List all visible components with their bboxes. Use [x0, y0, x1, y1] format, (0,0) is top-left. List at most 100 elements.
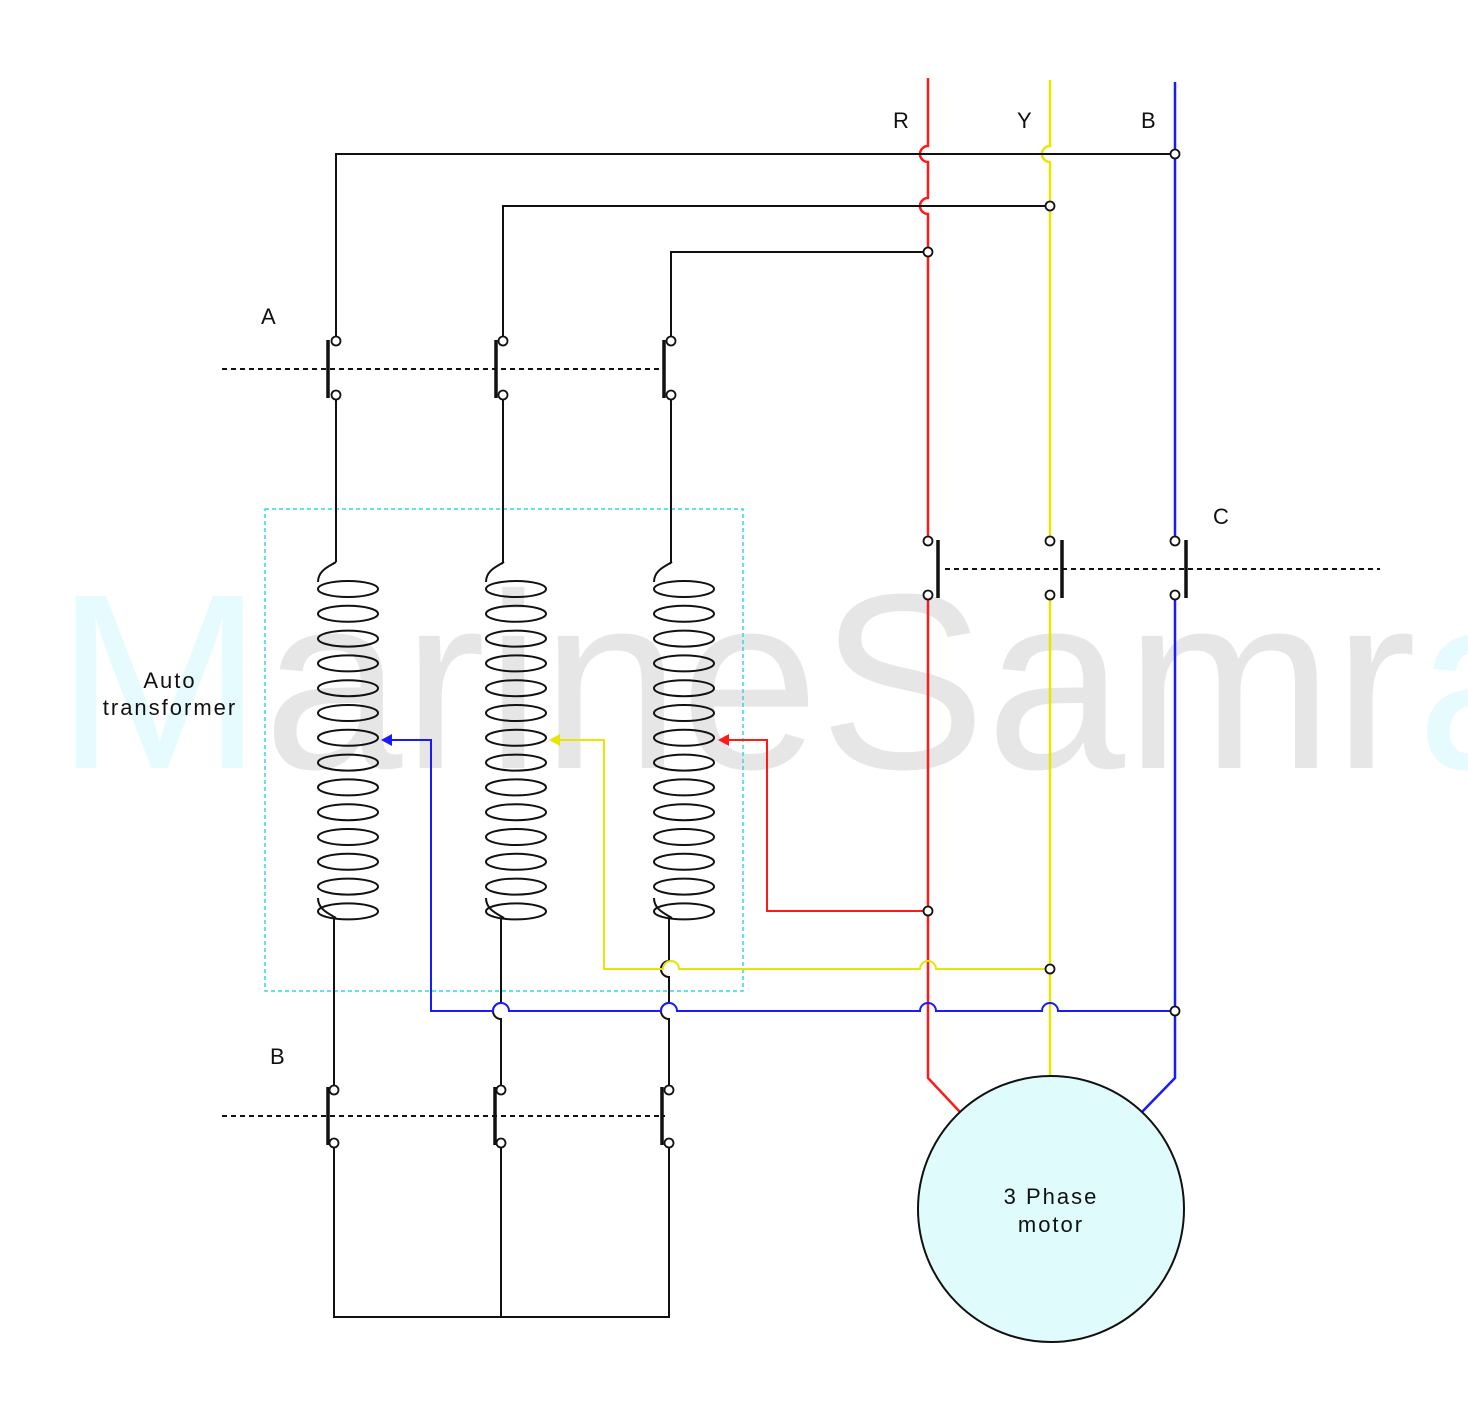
terminal — [330, 389, 342, 401]
terminal — [330, 335, 342, 347]
terminal — [665, 389, 677, 401]
autotransformer-coils — [317, 561, 715, 921]
terminal — [1169, 589, 1181, 601]
coil-turn — [317, 778, 379, 797]
terminal — [663, 1084, 675, 1096]
coil-turn — [653, 604, 715, 623]
coil-turn — [317, 704, 379, 722]
contactor-a — [222, 340, 666, 398]
coil-1 — [317, 561, 379, 921]
terminal — [328, 1084, 340, 1096]
contactor-b — [222, 1087, 665, 1145]
tap-wire-blue — [391, 739, 1175, 1012]
terminal — [1044, 963, 1056, 975]
label-motor-line2: motor — [1018, 1212, 1084, 1237]
feeder-wires — [335, 153, 1175, 337]
coil-turn — [653, 654, 715, 673]
terminal — [922, 535, 934, 547]
tap-wire-yellow — [559, 739, 1050, 970]
terminal — [922, 246, 934, 258]
terminal — [495, 1084, 507, 1096]
coil-turn — [317, 580, 379, 598]
coil-turn — [653, 902, 715, 921]
coil-2 — [485, 561, 547, 921]
coil-turn — [485, 902, 547, 921]
coil-turn — [653, 828, 715, 846]
terminal — [665, 335, 677, 347]
terminal — [1044, 589, 1056, 601]
label-phase-r: R — [893, 108, 909, 133]
tap-arrow-red — [718, 734, 729, 746]
terminal — [328, 1137, 340, 1149]
terminal — [1044, 200, 1056, 212]
coil-turn — [653, 753, 715, 772]
tap-arrow-yellow — [549, 734, 560, 746]
coil-turn — [653, 803, 715, 822]
coil-turn — [653, 629, 715, 648]
terminal — [1169, 148, 1181, 160]
terminal — [497, 335, 509, 347]
coil-turn — [485, 778, 547, 797]
label-autotransformer-line1: Auto — [143, 668, 196, 693]
coil-turn — [653, 704, 715, 722]
coil-turn — [485, 654, 547, 673]
coil-turn — [485, 877, 547, 896]
coil-bottom-wires — [333, 918, 670, 1086]
tap-wire-red — [728, 739, 928, 912]
label-contactor-c: C — [1213, 504, 1229, 529]
label-phase-y: Y — [1017, 108, 1032, 133]
terminal — [922, 589, 934, 601]
coil-turn — [317, 629, 379, 648]
motor — [917, 1075, 1185, 1343]
terminal — [1169, 1005, 1181, 1017]
supply-line-r — [918, 78, 961, 1113]
watermark-part-3: a — [1416, 542, 1468, 821]
terminal — [1169, 535, 1181, 547]
coil-turn — [485, 852, 547, 871]
coil-turn — [653, 728, 715, 747]
star-point — [333, 1147, 670, 1318]
label-phase-b: B — [1141, 108, 1156, 133]
coil-turn — [653, 679, 715, 698]
coil-turn — [653, 778, 715, 797]
coil-turn — [317, 679, 379, 698]
tap-arrow-blue — [381, 734, 392, 746]
coil-turn — [317, 852, 379, 871]
coil-turn — [485, 604, 547, 623]
terminal — [1044, 535, 1056, 547]
watermark-part-1: M — [55, 542, 263, 821]
terminal — [663, 1137, 675, 1149]
coil-turn — [317, 877, 379, 896]
terminal — [922, 905, 934, 917]
coil-turn — [485, 828, 547, 846]
coil-top-wires — [335, 399, 672, 562]
label-motor-line1: 3 Phase — [1004, 1184, 1099, 1209]
coil-turn — [485, 728, 547, 747]
coil-turn — [485, 629, 547, 648]
terminals — [328, 148, 1181, 1149]
watermark: MarineSamraj — [55, 542, 1468, 821]
coil-turn — [485, 753, 547, 772]
label-autotransformer-line2: transformer — [103, 695, 237, 720]
coil-turn — [317, 828, 379, 846]
coil-turn — [317, 902, 379, 921]
coil-turn — [317, 803, 379, 822]
coil-turn — [653, 580, 715, 598]
terminal — [497, 389, 509, 401]
coil-turn — [317, 604, 379, 623]
contactor-c — [936, 540, 1380, 598]
label-contactor-b: B — [270, 1044, 285, 1069]
coil-turn — [485, 580, 547, 598]
coil-turn — [485, 803, 547, 822]
label-contactor-a: A — [261, 304, 276, 329]
coil-turn — [485, 704, 547, 722]
coil-3 — [653, 561, 715, 921]
watermark-part-2: arineSamr — [263, 542, 1416, 821]
coil-turn — [653, 852, 715, 871]
coil-turn — [485, 679, 547, 698]
coil-turn — [317, 654, 379, 673]
coil-turn — [317, 728, 379, 747]
terminal — [495, 1137, 507, 1149]
coil-turn — [317, 753, 379, 772]
